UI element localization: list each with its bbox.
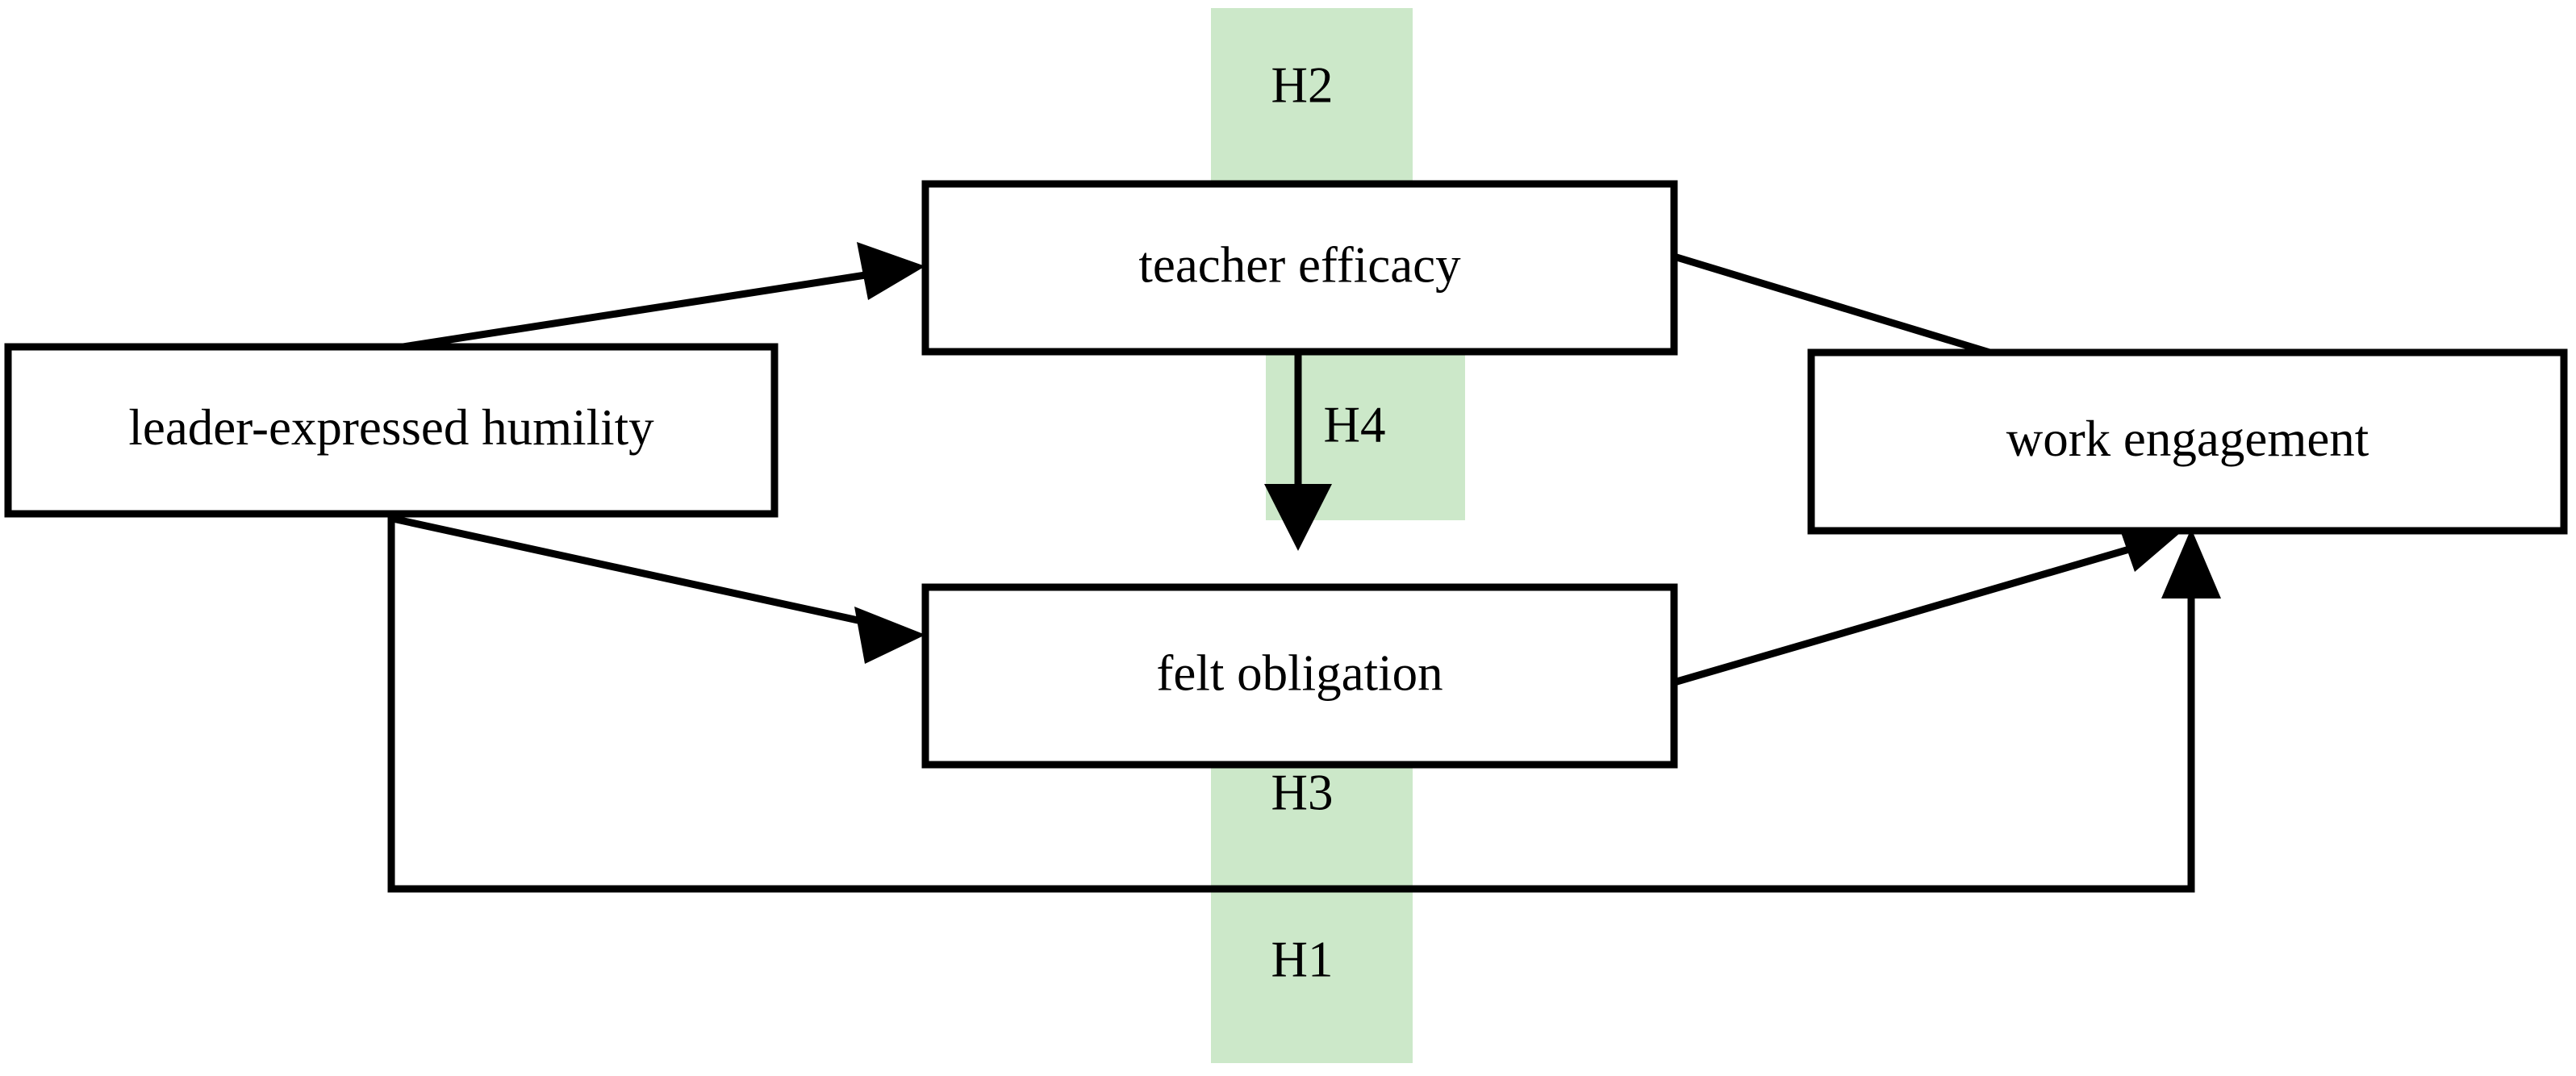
- edge-humility-to-obligation: [392, 515, 925, 664]
- hypothesis-label-h2: H2: [1271, 56, 1334, 113]
- node-label-work-engagement: work engagement: [2006, 411, 2369, 467]
- node-teacher-efficacy[interactable]: teacher efficacy: [921, 180, 1678, 356]
- arrowhead-icon: [857, 242, 925, 300]
- edge-humility-to-efficacy: [392, 242, 925, 352]
- arrowhead-icon: [1264, 484, 1332, 551]
- hypothesis-label-h1: H1: [1271, 931, 1334, 987]
- arrowhead-icon: [854, 607, 925, 664]
- hypothesis-label-h4: H4: [1324, 396, 1386, 453]
- arrowhead-icon: [2161, 528, 2221, 598]
- node-label-leader-expressed-humility: leader-expressed humility: [128, 399, 654, 456]
- hypothesis-label-h3: H3: [1271, 764, 1334, 820]
- node-label-felt-obligation: felt obligation: [1156, 644, 1442, 701]
- hypothesis-band-h2: [1211, 8, 1413, 184]
- node-leader-expressed-humility[interactable]: leader-expressed humility: [4, 343, 779, 518]
- node-felt-obligation[interactable]: felt obligation: [921, 583, 1678, 769]
- hypothesis-band-h1: [1211, 885, 1413, 1063]
- edge-obligation-to-engagement: [1672, 516, 2186, 686]
- edge-humility-to-engagement-direct: [387, 514, 2221, 893]
- node-label-teacher-efficacy: teacher efficacy: [1138, 236, 1461, 293]
- node-work-engagement[interactable]: work engagement: [1807, 348, 2568, 535]
- edge-efficacy-to-obligation: [1264, 325, 1332, 551]
